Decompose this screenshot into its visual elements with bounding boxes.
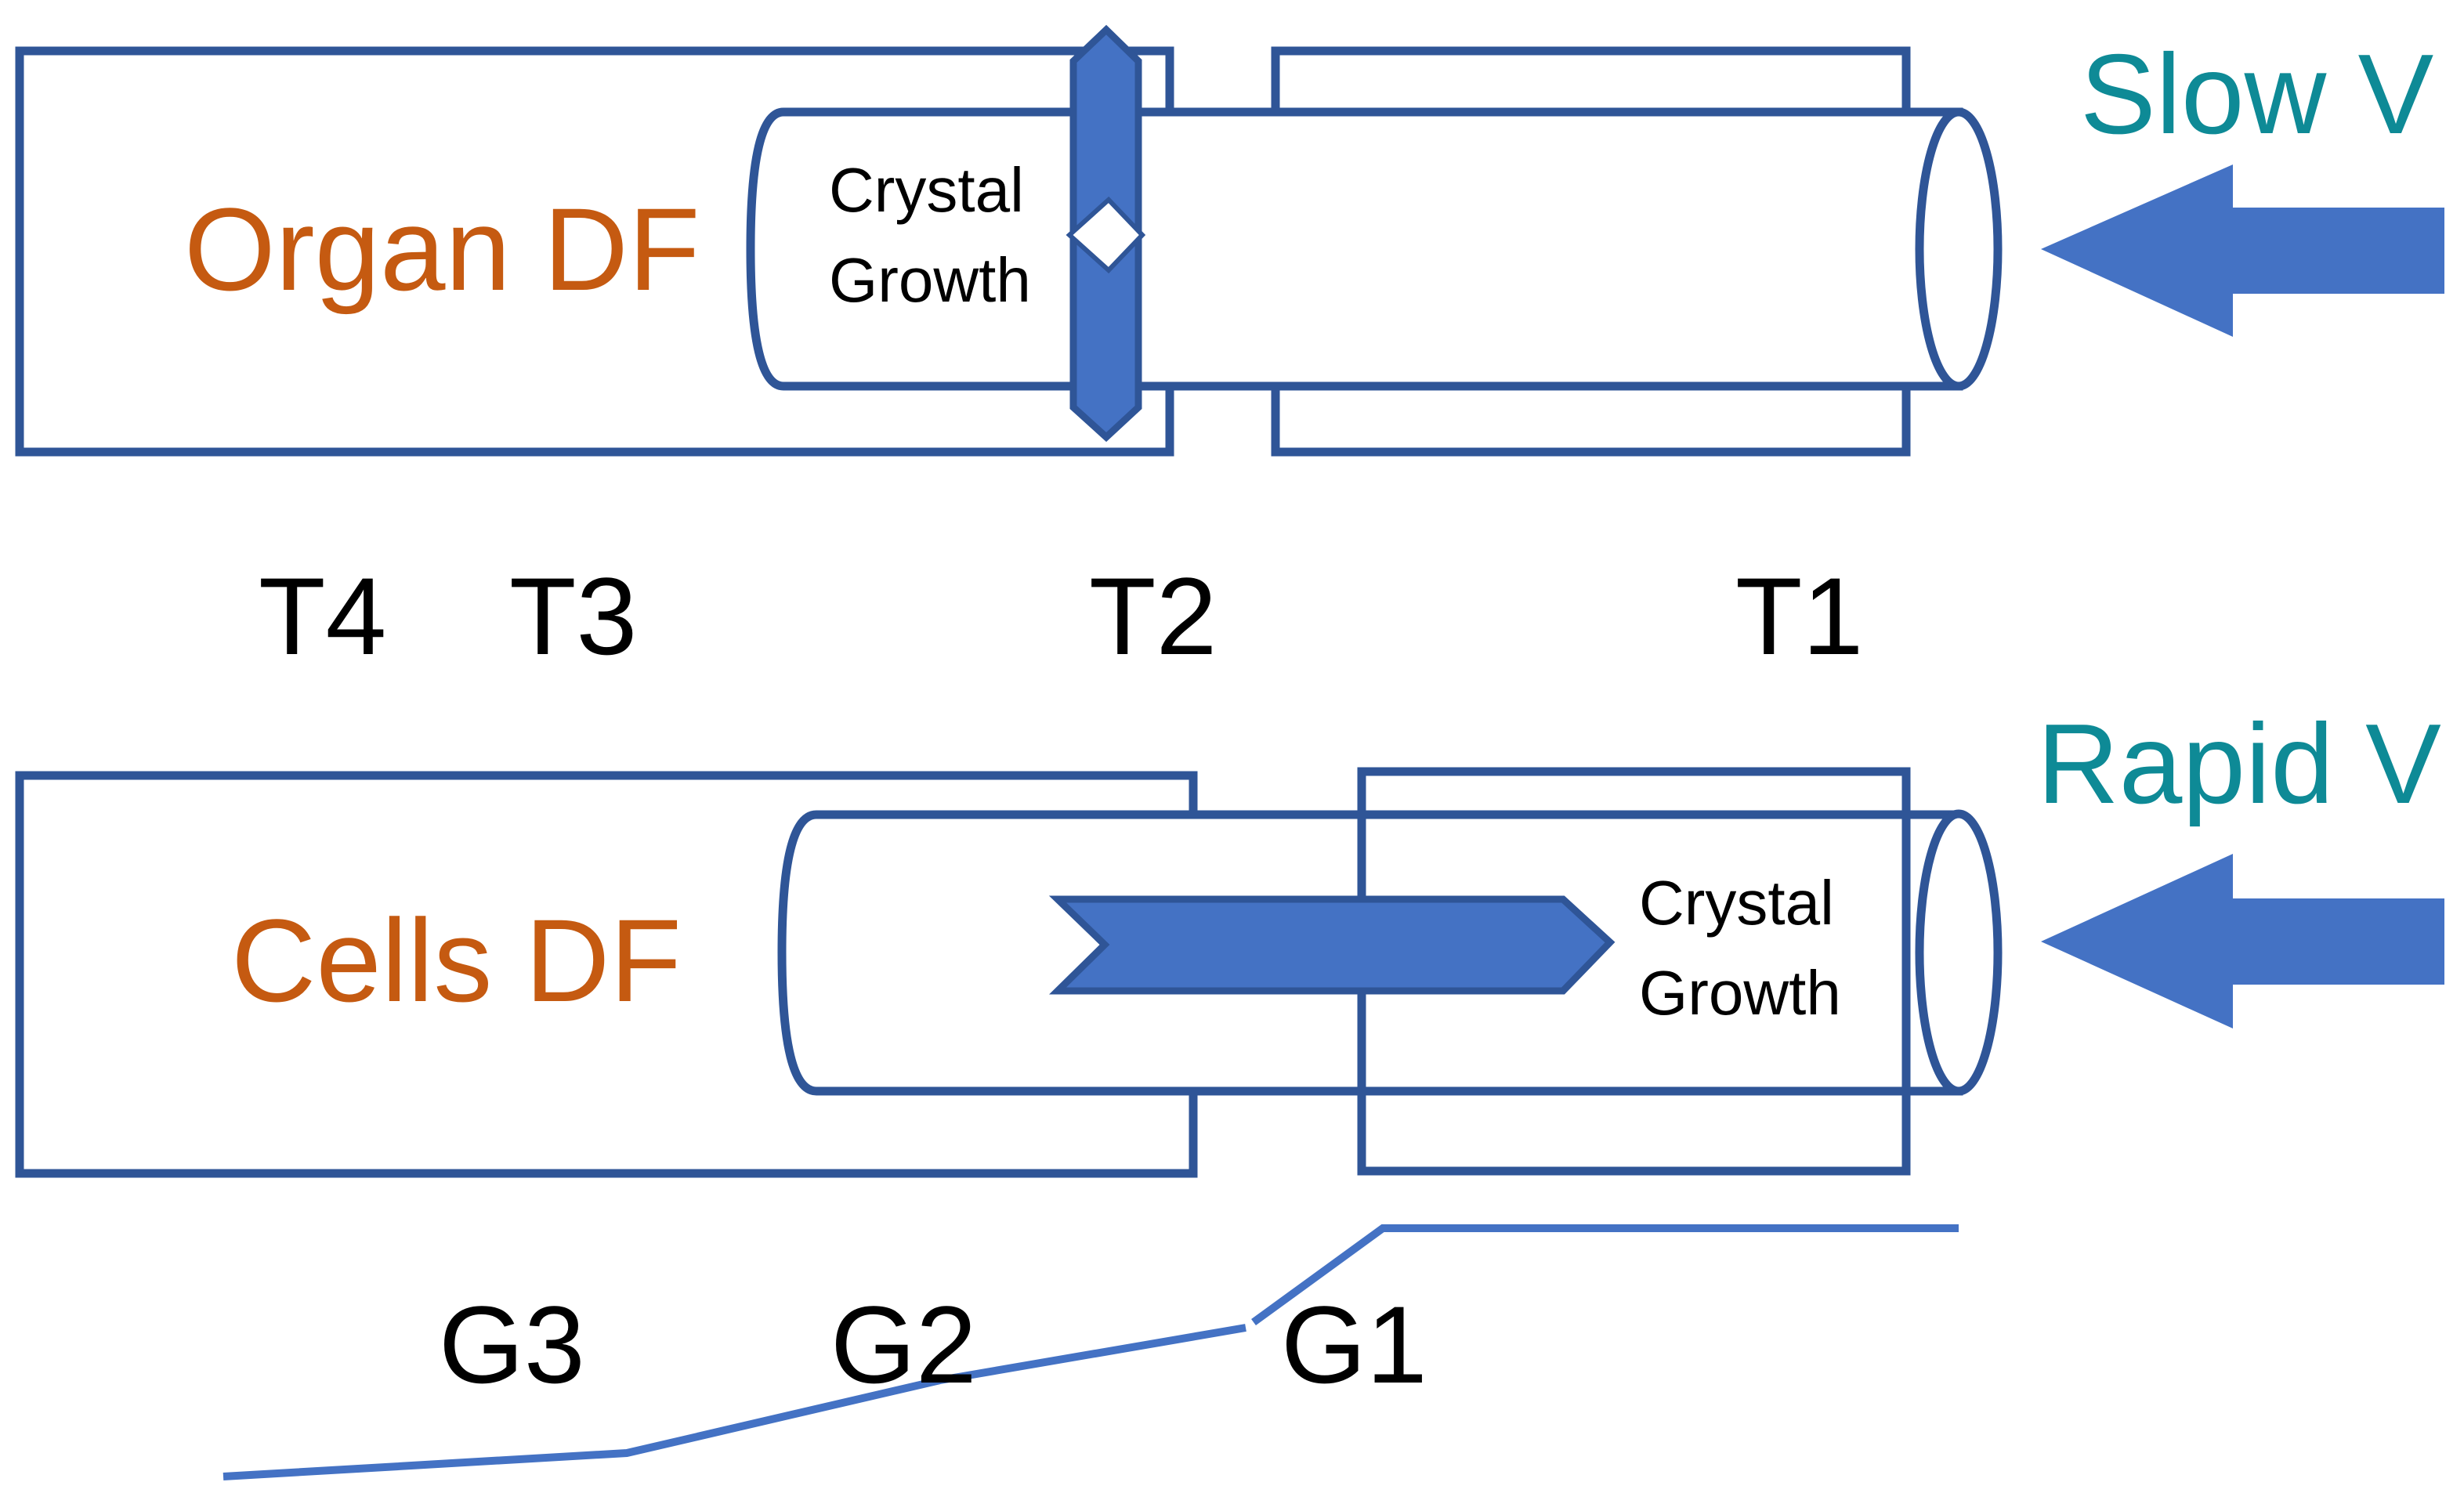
t-labels-row: T4 T3 T2 T1: [259, 555, 1863, 678]
g-profile-line: [223, 1224, 1959, 1480]
t2-label: T2: [1089, 555, 1217, 678]
bottom-panel: Cells DF Crystal Growth Rapid V: [15, 700, 2444, 1178]
crystal-notch-diamond: [1066, 196, 1146, 274]
organ-df-label: Organ DF: [184, 183, 700, 315]
top-crystal-growth-line1: Crystal: [829, 155, 1024, 225]
slow-v-arrow: [2041, 164, 2444, 337]
top-panel: Organ DF Crystal Growth Slow V: [15, 24, 2444, 457]
top-crystal-growth-line2: Growth: [829, 245, 1031, 315]
top-tube-end-cap: [1915, 107, 2003, 391]
growth-profile: G3 G2 G1: [223, 1224, 1959, 1480]
t1-label: T1: [1735, 555, 1863, 678]
g1-label: G1: [1281, 1283, 1427, 1406]
slow-v-label: Slow V: [2080, 31, 2434, 157]
t4-label: T4: [259, 555, 386, 678]
horizontal-crystal-shape: [1048, 895, 1616, 995]
rapid-v-label: Rapid V: [2037, 700, 2441, 827]
bottom-crystal-growth-line1: Crystal: [1639, 868, 1834, 938]
t3-label: T3: [509, 555, 637, 678]
g2-label: G2: [830, 1283, 977, 1406]
top-tube: [746, 107, 1963, 391]
g3-label: G3: [439, 1283, 585, 1406]
rapid-v-arrow: [2041, 854, 2444, 1028]
bottom-tube-end-cap: [1915, 809, 2003, 1096]
cells-df-label: Cells DF: [231, 895, 682, 1026]
bottom-crystal-growth-line2: Growth: [1639, 958, 1841, 1028]
